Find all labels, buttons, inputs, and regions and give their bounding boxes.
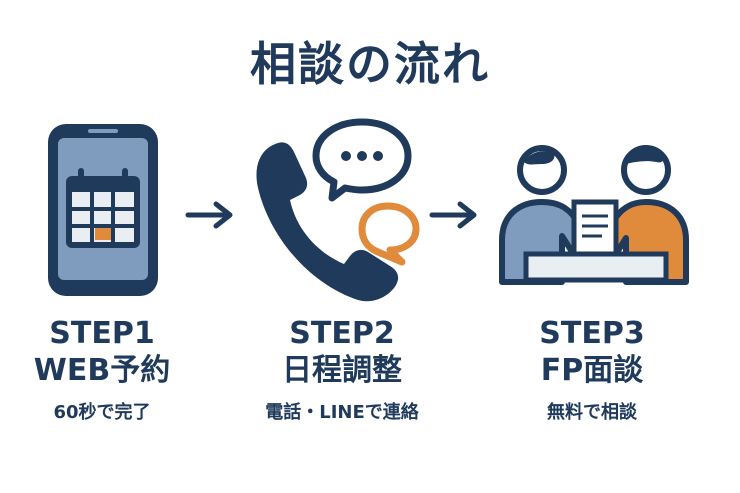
arrow-right-icon xyxy=(185,201,233,229)
step-name: WEB予約 xyxy=(33,353,171,388)
page-title: 相談の流れ xyxy=(250,37,490,91)
step-description: 無料で相談 xyxy=(547,402,637,423)
step-description: 60秒で完了 xyxy=(53,402,151,423)
step-2: STEP2 日程調整 電話・LINEで連絡 xyxy=(222,316,462,426)
consultation-icon xyxy=(499,145,689,285)
step-name: FP面談 xyxy=(540,353,644,388)
step-1: STEP1 WEB予約 60秒で完了 xyxy=(0,316,222,426)
phone-chat-icon xyxy=(256,118,420,302)
step-description: 電話・LINEで連絡 xyxy=(265,402,419,423)
step-number: STEP1 xyxy=(49,316,155,351)
step-number: STEP2 xyxy=(289,316,395,351)
arrow-right-icon xyxy=(429,201,477,229)
step-number: STEP3 xyxy=(539,316,645,351)
step-3: STEP3 FP面談 無料で相談 xyxy=(472,316,712,426)
smartphone-calendar-icon xyxy=(48,124,158,296)
step-name: 日程調整 xyxy=(282,353,402,388)
